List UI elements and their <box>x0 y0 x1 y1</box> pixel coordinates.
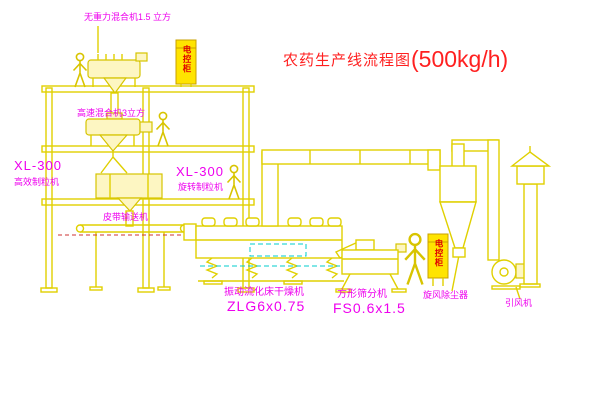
exhaust-duct <box>261 149 441 227</box>
control-cabinet-2 <box>427 233 449 286</box>
worker-2 <box>155 111 171 147</box>
fluid-bed-dryer <box>183 217 344 285</box>
label-cyclone: 旋风除尘器 <box>423 290 469 300</box>
worker-1 <box>72 52 88 88</box>
square-sieve <box>334 239 407 293</box>
label-granulator-left-name: 高效制粒机 <box>14 177 60 187</box>
label-belt-conveyor: 皮带输送机 <box>103 212 149 222</box>
label-gravity-free-mixer: 无重力混合机1.5 立方 <box>84 12 172 22</box>
label-fan: 引风机 <box>505 298 533 308</box>
induced-draft-fan <box>491 146 552 290</box>
control-cabinet-1 <box>175 39 197 87</box>
granulator <box>95 151 163 227</box>
drawing-title: 农药生产线流程图(500kg/h) <box>283 46 508 73</box>
worker-4 <box>404 232 426 286</box>
label-granulator-mid-name: 旋转制粒机 <box>178 182 224 192</box>
worker-3 <box>226 164 242 200</box>
label-sieve-name: 方形筛分机 <box>337 289 387 300</box>
gravity-free-mixer <box>87 52 148 116</box>
belt-conveyor <box>75 224 189 291</box>
label-dryer-name: 振动流化床干燥机 <box>224 287 304 298</box>
label-sieve-model: FS0.6x1.5 <box>333 300 406 316</box>
label-dryer-model: ZLG6x0.75 <box>227 298 306 314</box>
label-high-speed-mixer: 高速混合机3立方 <box>77 108 146 118</box>
cyclone-separator <box>439 139 500 261</box>
title-text: 农药生产线流程图 <box>283 52 412 69</box>
support-structure <box>40 85 255 293</box>
label-granulator-left-model: XL-300 <box>14 158 62 173</box>
control-cabinet-2-text: 电控柜 <box>434 239 444 268</box>
label-granulator-mid-model: XL-300 <box>176 164 224 179</box>
title-capacity: (500kg/h) <box>411 46 509 72</box>
control-cabinet-1-text: 电控柜 <box>182 45 192 74</box>
high-speed-mixer <box>85 112 153 152</box>
